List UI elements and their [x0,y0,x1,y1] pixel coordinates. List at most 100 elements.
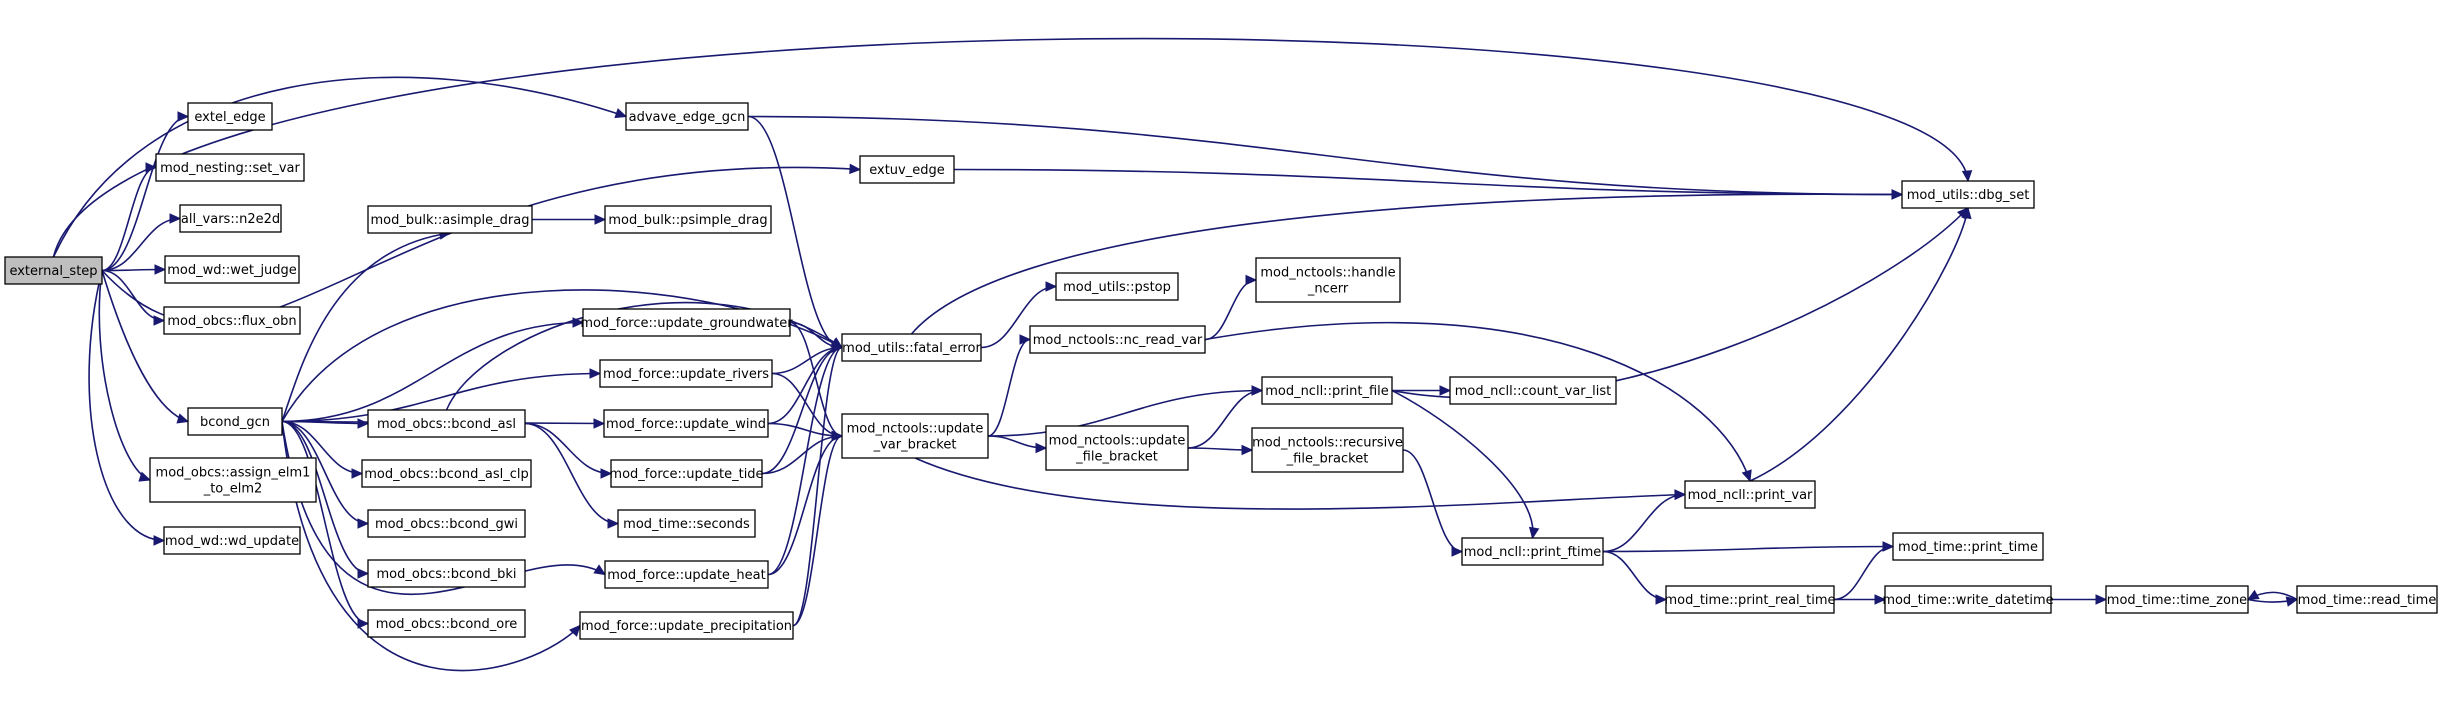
function-node-bcond-gcn[interactable]: bcond_gcn [187,407,283,436]
node-label: mod_bulk::psimple_drag [608,213,767,228]
function-node-bcond-asl[interactable]: mod_obcs::bcond_asl [367,409,526,438]
call-edge [1204,321,1752,483]
function-node-update-precipitation[interactable]: mod_force::update_precipitation [579,611,794,640]
function-node-seconds[interactable]: mod_time::seconds [617,509,756,538]
function-node-external-step[interactable]: external_step [4,256,103,285]
function-node-extuv-edge[interactable]: extuv_edge [859,155,955,184]
function-node-wet-judge[interactable]: mod_wd::wet_judge [164,255,300,284]
node-box [4,256,103,285]
node-box [2105,585,2249,614]
call-edge-line [101,115,189,272]
call-edge-line [914,457,1686,510]
node-box [367,509,526,538]
function-node-handle-ncerr[interactable]: mod_nctools::handle_ncerr [1255,257,1401,303]
arrowhead [357,618,370,629]
function-node-print-var[interactable]: mod_ncll::print_var [1684,480,1816,509]
node-box [841,333,982,362]
function-node-update-groundwater[interactable]: mod_force::update_groundwater [580,308,793,337]
arrowhead [138,471,152,482]
call-edge [1749,206,1972,482]
arrowhead [607,518,620,529]
function-node-bcond-ore[interactable]: mod_obcs::bcond_ore [367,609,526,638]
function-node-time-zone[interactable]: mod_time::time_zone [2105,585,2249,614]
node-box [1029,325,1206,354]
call-edge [1833,541,1895,601]
function-node-print-time[interactable]: mod_time::print_time [1892,532,2044,561]
call-edge-line [767,435,843,576]
function-node-fatal-error[interactable]: mod_utils::fatal_error [841,333,982,362]
arrowhead [357,418,370,429]
call-edge-line [747,115,843,349]
function-node-print-ftime[interactable]: mod_ncll::print_ftime [1461,537,1604,566]
function-node-flux-obn[interactable]: mod_obcs::flux_obn [163,306,301,335]
arrowhead [593,564,607,576]
call-edge [1402,449,1464,557]
function-node-pstop[interactable]: mod_utils::pstop [1055,272,1179,301]
call-edge [532,214,607,225]
node-box [1684,480,1816,509]
node-box [361,459,532,488]
node-box [1665,585,1835,614]
function-node-advave-edge-gcn[interactable]: advave_edge_gcn [625,102,749,131]
function-node-bcond-gwi[interactable]: mod_obcs::bcond_gwi [367,509,526,538]
function-node-update-file-bracket[interactable]: mod_nctools::update_file_bracket [1045,425,1189,471]
call-edge-line [281,420,369,525]
function-node-bcond-asl-clp[interactable]: mod_obcs::bcond_asl_clp [361,459,532,488]
function-node-assign-elm1[interactable]: mod_obcs::assign_elm1_to_elm2 [149,457,317,503]
call-edge [281,368,602,423]
function-node-asimple-drag[interactable]: mod_bulk::asimple_drag [367,205,533,234]
call-edges [52,37,2299,672]
function-node-write-datetime[interactable]: mod_time::write_datetime [1882,585,2054,614]
node-box [2296,585,2438,614]
function-node-read-time[interactable]: mod_time::read_time [2296,585,2438,614]
arrowhead [1439,385,1452,396]
node-label: mod_force::update_precipitation [581,619,792,634]
function-node-recursive-file-bracket[interactable]: mod_nctools::recursive_file_bracket [1251,427,1404,473]
arrowhead [351,468,364,479]
function-node-extel-edge[interactable]: extel_edge [187,102,273,131]
node-box [617,509,756,538]
call-edge-line [281,420,363,475]
node-label: _file_bracket [1075,450,1158,465]
function-node-update-wind[interactable]: mod_force::update_wind [603,409,769,438]
function-node-print-file[interactable]: mod_ncll::print_file [1261,376,1393,405]
call-edge [101,213,182,272]
function-node-print-real-time[interactable]: mod_time::print_real_time [1664,585,1836,614]
call-edge [52,76,628,258]
call-edge [980,281,1058,349]
function-node-update-rivers[interactable]: mod_force::update_rivers [599,359,773,388]
function-node-psimple-drag[interactable]: mod_bulk::psimple_drag [604,205,772,234]
node-box [367,559,526,588]
node-box [367,409,526,438]
call-edge-line [789,321,843,437]
node-label: mod_time::print_time [1898,540,2038,555]
function-node-set-var[interactable]: mod_nesting::set_var [155,153,305,182]
arrowhead [1245,274,1258,286]
function-node-count-var-list[interactable]: mod_ncll::count_var_list [1449,376,1617,405]
function-node-bcond-bki[interactable]: mod_obcs::bcond_bki [367,559,526,588]
arrowhead [1891,189,1904,200]
function-node-wd-update[interactable]: mod_wd::wd_update [163,526,301,555]
call-edge-line [1204,279,1257,341]
arrowhead [1655,594,1668,605]
node-label: mod_wd::wet_judge [167,263,297,278]
arrowhead [1019,334,1032,345]
function-node-update-tide[interactable]: mod_force::update_tide [609,459,764,488]
node-box [367,609,526,638]
function-node-update-var-bracket[interactable]: mod_nctools::update_var_bracket [841,413,989,459]
node-box [187,102,273,131]
node-label: mod_ncll::print_file [1265,384,1389,399]
function-node-nc-read-var[interactable]: mod_nctools::nc_read_var [1029,325,1206,354]
call-edge [2246,589,2298,601]
function-node-n2e2d[interactable]: all_vars::n2e2d [179,204,282,233]
node-box [610,459,763,488]
arrowhead [177,111,190,122]
call-edge-line [792,435,843,627]
node-box [1901,180,2035,209]
node-label: external_step [9,264,97,279]
function-node-dbg-set[interactable]: mod_utils::dbg_set [1901,180,2035,209]
call-edge-line [1187,389,1263,449]
call-edge-line [281,420,369,425]
function-node-update-heat[interactable]: mod_force::update_heat [604,560,769,589]
